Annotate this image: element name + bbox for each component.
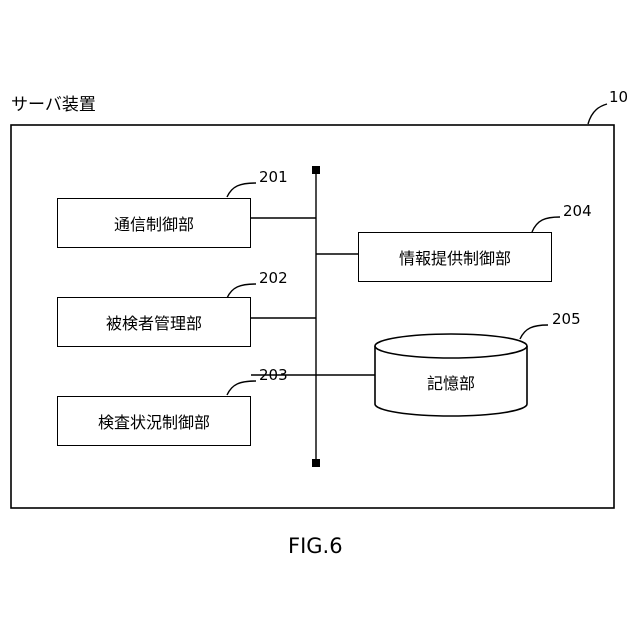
ref-203: 203: [259, 368, 288, 383]
bus-end-bottom: [312, 459, 320, 467]
leader-205: [520, 325, 548, 339]
server-device-label: サーバ装置: [11, 97, 96, 114]
storage-unit-label: 記憶部: [415, 376, 487, 392]
info-provision-control-unit: 情報提供制御部: [358, 232, 552, 282]
ref-201: 201: [259, 170, 288, 185]
ref-205: 205: [552, 312, 581, 327]
communication-control-unit: 通信制御部: [57, 198, 251, 248]
leader-204: [532, 217, 560, 232]
device-ref-10: 10: [609, 90, 628, 105]
bus-end-top: [312, 166, 320, 174]
leader-202: [227, 284, 256, 298]
subject-management-unit: 被検者管理部: [57, 297, 251, 347]
leader-10: [588, 104, 607, 124]
figure-caption: FIG.6: [288, 536, 343, 557]
leader-203: [227, 381, 256, 395]
leader-201: [227, 183, 256, 197]
exam-status-control-unit: 検査状況制御部: [57, 396, 251, 446]
ref-204: 204: [563, 204, 592, 219]
ref-202: 202: [259, 271, 288, 286]
